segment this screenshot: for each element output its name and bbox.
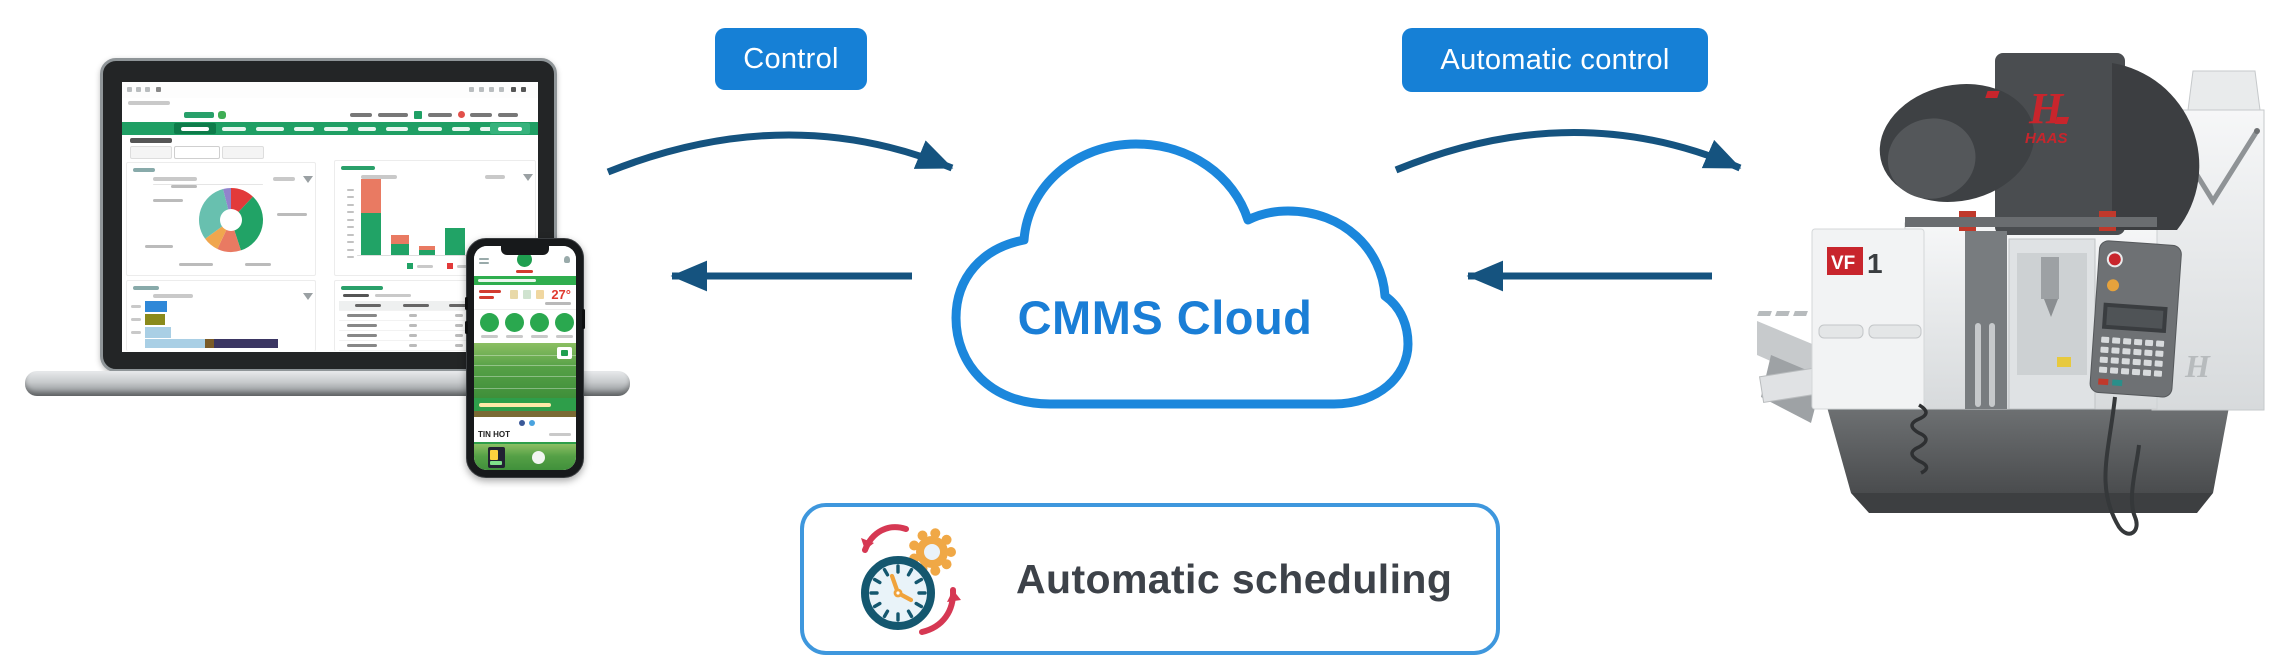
haas-logo: H HAAS <box>1985 84 2070 147</box>
arrow-cloud-to-machine <box>1394 129 1742 174</box>
cnc-machine: H HAAS VF 1 <box>1757 53 2265 536</box>
nav-item <box>294 127 314 131</box>
data-table <box>339 301 531 352</box>
automatic-control-label: Automatic control <box>1402 28 1708 92</box>
cmms-dashboard <box>122 82 538 352</box>
hbar-panel <box>126 280 316 351</box>
stacked-bar <box>445 179 465 255</box>
hbar-row <box>145 314 165 325</box>
bar-chart-y-axis <box>347 183 354 264</box>
ghost-brand-letter: H <box>2184 348 2211 384</box>
cycle-arrow-left <box>862 524 909 553</box>
cloud-title: CMMS Cloud <box>1017 291 1313 344</box>
control-pendant <box>2089 240 2182 398</box>
cloud-shape <box>951 139 1413 409</box>
nav-item <box>222 127 246 131</box>
hanging-cable <box>2103 396 2141 536</box>
stacked-bar <box>391 179 409 255</box>
phone-notch <box>501 246 549 255</box>
nav-create-button <box>490 123 530 134</box>
hot-news-label: TIN HOT <box>478 430 510 439</box>
haas-logo-letter: H <box>2028 84 2065 133</box>
schedule-clock-gear-icon <box>861 524 961 635</box>
phone-app-screen: 27° <box>474 246 576 470</box>
field-photo <box>474 343 576 398</box>
stacked-bar <box>361 179 381 255</box>
control-label: Control <box>715 28 867 90</box>
donut-chart <box>199 188 263 252</box>
nav-item <box>452 127 470 131</box>
automatic-scheduling-label: Automatic scheduling <box>1016 555 1453 602</box>
nav-item <box>324 127 348 131</box>
stacked-bar-chart <box>361 179 529 255</box>
stacked-hbar <box>145 339 278 348</box>
smartphone: 27° <box>465 238 585 478</box>
model-badge: VF 1 <box>1827 247 1883 279</box>
hot-news-row: TIN HOT <box>474 428 576 444</box>
quick-actions-row <box>474 310 576 343</box>
main-navbar <box>122 122 538 135</box>
share-row <box>474 417 576 428</box>
tab-1 <box>130 146 172 159</box>
machine-base <box>1827 407 2229 493</box>
automatic-scheduling-badge: Automatic scheduling <box>800 503 1500 655</box>
nav-item <box>386 127 408 131</box>
tab-2-active <box>174 146 220 159</box>
browser-bar <box>122 82 538 99</box>
temperature: 27° <box>551 287 571 302</box>
model-badge-text: VF <box>1831 253 1855 274</box>
tab-3 <box>222 146 264 159</box>
nav-item <box>418 127 442 131</box>
sub-strip <box>474 411 576 417</box>
nav-item <box>256 127 284 131</box>
coiled-cable <box>1910 403 1929 475</box>
promo-photo <box>474 444 576 470</box>
nav-item-active <box>174 123 216 134</box>
model-number: 1 <box>1867 248 1883 279</box>
haas-brand-text: HAAS <box>2025 130 2068 147</box>
donut-chart-panel <box>126 162 316 276</box>
arrow-laptop-to-cloud <box>606 131 954 176</box>
hbar-row <box>145 327 171 338</box>
nav-item <box>358 127 376 131</box>
stacked-bar <box>419 179 435 255</box>
date-banner <box>474 276 576 285</box>
weather-row: 27° <box>474 285 576 310</box>
headline-strip <box>474 398 576 411</box>
cmms-cloud-node: CMMS Cloud <box>930 122 1420 422</box>
hbar-row <box>145 301 167 312</box>
app-header <box>122 109 538 122</box>
spindle <box>2044 299 2058 317</box>
bell-icon <box>564 256 570 263</box>
page-title-placeholder <box>130 138 172 143</box>
app-logo <box>517 252 532 267</box>
